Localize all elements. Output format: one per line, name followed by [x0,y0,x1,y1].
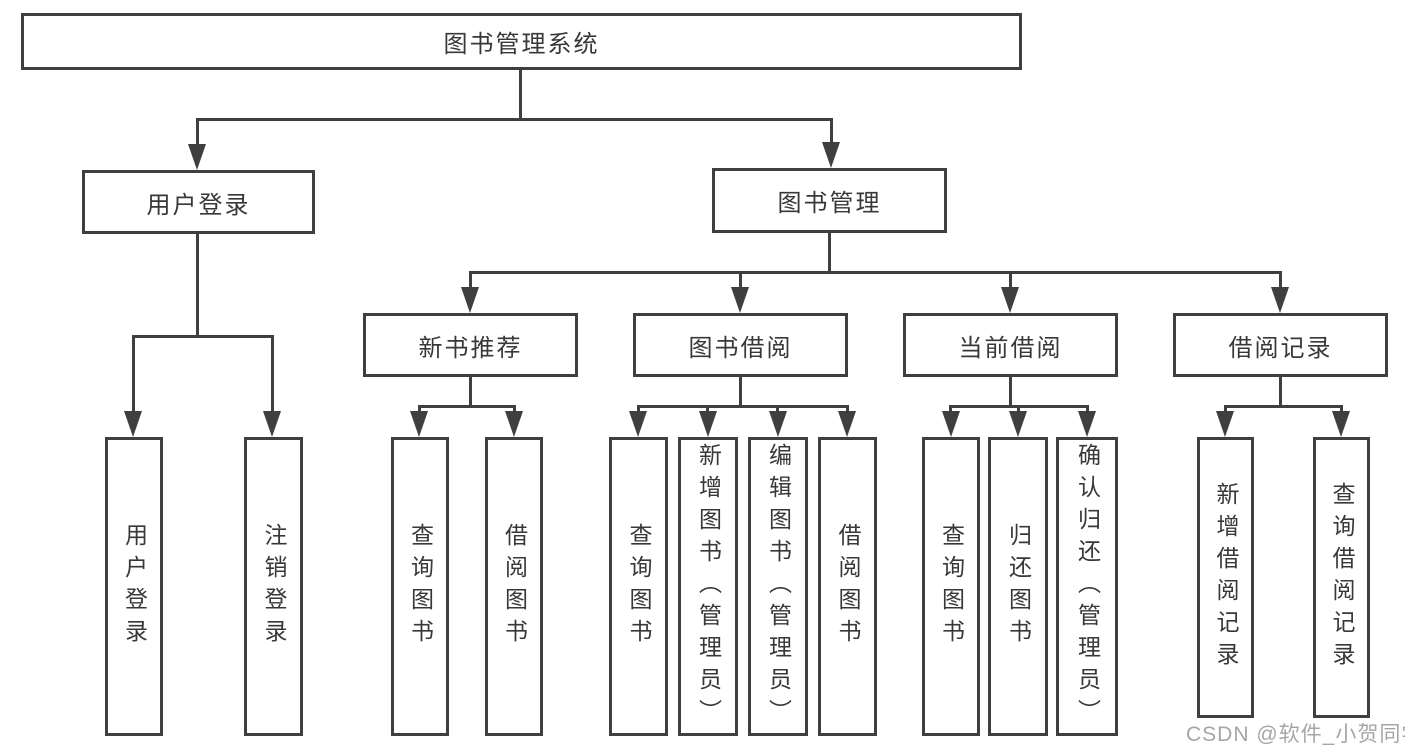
line-segment [1017,405,1020,415]
line-segment [418,405,421,415]
arrowhead [838,411,856,437]
leaf-query-books-recommend: 查询图书 [391,437,449,736]
line-segment [469,271,1282,274]
arrowhead [731,287,749,313]
line-segment [739,271,742,291]
line-segment [830,118,833,146]
arrowhead [1271,287,1289,313]
arrowhead [263,411,281,437]
line-segment [1009,377,1012,408]
node-borrowing-records: 借阅记录 [1173,313,1388,377]
line-segment [706,405,709,415]
arrowhead [942,411,960,437]
node-label: 注销登录 [261,522,287,651]
arrowhead [505,411,523,437]
arrowhead [1216,411,1234,437]
line-segment [846,405,849,415]
node-label: 查询图书 [938,522,965,651]
leaf-query-books-current: 查询图书 [922,437,980,736]
line-segment [513,405,516,415]
leaf-add-book-admin: 新增图书（管理员） [678,437,738,736]
arrowhead [1009,411,1027,437]
node-label: 当前借阅 [958,334,1063,362]
line-segment [469,377,472,408]
arrowhead [1001,287,1019,313]
line-segment [949,405,952,415]
line-segment [1279,271,1282,291]
csdn-watermark: CSDN @软件_小贺同学 [1186,723,1405,746]
arrowhead [1332,411,1350,437]
node-label: 查询图书 [626,522,652,651]
line-segment [196,118,199,148]
node-label: 查询借阅记录 [1329,481,1355,674]
arrowhead [461,287,479,313]
node-label: 新书推荐 [418,334,523,362]
arrowhead [629,411,647,437]
node-label: 借阅图书 [835,522,861,651]
line-segment [1340,405,1343,415]
arrowhead [1078,411,1096,437]
line-segment [1279,377,1282,408]
line-segment [196,234,199,338]
node-label: 查询图书 [407,522,434,651]
line-segment [519,70,522,118]
arrowhead [822,142,840,168]
line-segment [132,335,135,415]
leaf-borrow-books-recommend: 借阅图书 [485,437,543,736]
leaf-return-book: 归还图书 [988,437,1048,736]
leaf-confirm-return-admin: 确认归还（管理员） [1056,437,1118,736]
node-label: 图书管理系统 [443,31,600,58]
leaf-user-login: 用户登录 [105,437,163,736]
line-segment [776,405,779,415]
node-book-management: 图书管理 [712,168,947,233]
node-label: 图书管理 [777,190,882,217]
arrowhead [124,411,142,437]
arrowhead [699,411,717,437]
node-label: 图书借阅 [688,334,793,362]
arrowhead [188,144,206,170]
arrowhead [769,411,787,437]
node-label: 用户登录 [121,522,148,651]
line-segment [828,233,831,274]
node-label: 借阅记录 [1228,334,1333,362]
line-segment [637,405,849,408]
leaf-edit-book-admin: 编辑图书（管理员） [748,437,808,736]
line-segment [637,405,640,415]
node-label: 新增借阅记录 [1213,481,1239,674]
line-segment [1009,271,1012,291]
node-label: 归还图书 [1005,522,1032,651]
line-segment [132,335,274,338]
leaf-query-borrow-record: 查询借阅记录 [1313,437,1370,718]
node-book-borrowing: 图书借阅 [633,313,848,377]
line-segment [271,335,274,415]
leaf-borrow-books-borrowing: 借阅图书 [818,437,877,736]
leaf-logout: 注销登录 [244,437,303,736]
line-segment [196,118,833,121]
node-new-book-recommendation: 新书推荐 [363,313,578,377]
node-label: 新增图书（管理员） [695,442,722,731]
arrowhead [410,411,428,437]
line-segment [1086,405,1089,415]
line-segment [469,271,472,291]
node-label: 用户登录 [146,191,251,219]
node-user-login: 用户登录 [82,170,315,234]
line-segment [1224,405,1227,415]
node-label: 确认归还（管理员） [1074,442,1101,731]
line-segment [1224,405,1343,408]
leaf-add-borrow-record: 新增借阅记录 [1197,437,1254,718]
node-current-borrowing: 当前借阅 [903,313,1118,377]
leaf-query-books-borrowing: 查询图书 [609,437,668,736]
line-segment [418,405,516,408]
node-root-library-management-system: 图书管理系统 [21,13,1022,70]
line-segment [739,377,742,408]
node-label: 编辑图书（管理员） [765,442,792,731]
node-label: 借阅图书 [501,522,528,651]
